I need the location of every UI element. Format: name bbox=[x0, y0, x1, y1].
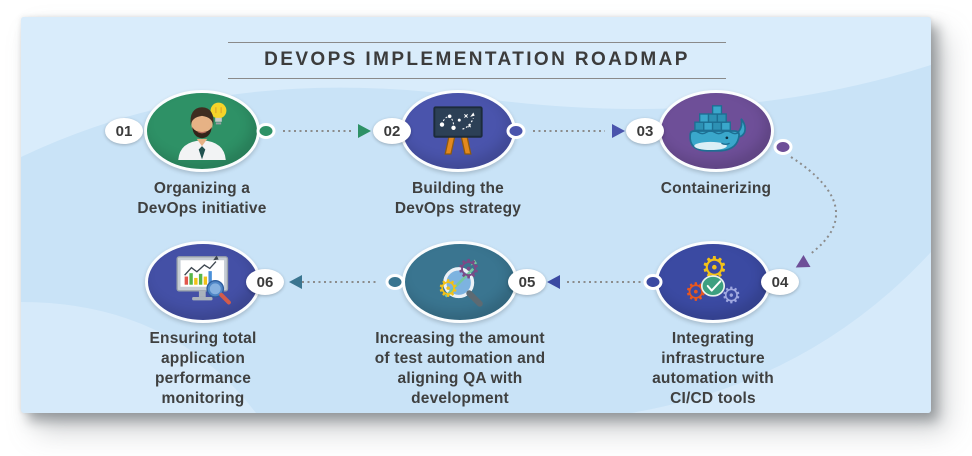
gears-check-icon: ⚙ ⚙ ⚙ bbox=[685, 251, 742, 309]
strategy-board-icon bbox=[433, 106, 483, 155]
step-number-badge-02: 02 bbox=[373, 118, 411, 144]
slide-canvas: DEVOPS IMPLEMENTATION ROADMAP bbox=[21, 17, 931, 413]
step-label-02: Building the DevOps strategy bbox=[394, 180, 522, 217]
step-number-badge-04: 04 bbox=[761, 269, 799, 295]
background-waves bbox=[21, 17, 931, 413]
step-number-badge-05: 05 bbox=[508, 269, 546, 295]
docker-whale-icon bbox=[689, 105, 746, 152]
step-label-06: Ensuring total application performance m… bbox=[149, 330, 257, 407]
step-number-badge-06: 06 bbox=[246, 269, 284, 295]
step-circle-04: ⚙ ⚙ ⚙ bbox=[655, 241, 771, 323]
step-circle-01 bbox=[144, 90, 260, 172]
step-circle-05: ⚙ ⚙ bbox=[402, 241, 518, 323]
step-label-03: Containerizing bbox=[660, 180, 772, 197]
step-circle-03 bbox=[658, 90, 774, 172]
svg-text:⚙: ⚙ bbox=[721, 283, 741, 309]
step-number-badge-03: 03 bbox=[626, 118, 664, 144]
svg-text:⚙: ⚙ bbox=[437, 275, 458, 303]
page-title: DEVOPS IMPLEMENTATION ROADMAP bbox=[264, 49, 690, 70]
person-lightbulb-icon bbox=[178, 102, 227, 161]
step-circle-02 bbox=[400, 90, 516, 172]
step-number-badge-01: 01 bbox=[105, 118, 143, 144]
magnifier-gears-icon: ⚙ ⚙ bbox=[437, 254, 483, 307]
step-label-01: Organizing a DevOps initiative bbox=[137, 180, 267, 217]
monitor-chart-icon bbox=[176, 255, 231, 305]
svg-text:⚙: ⚙ bbox=[457, 254, 481, 285]
step-label-04: Integrating infrastructure automation wi… bbox=[652, 330, 774, 407]
step-circle-06 bbox=[145, 241, 261, 323]
step-label-05: Increasing the amount of test automation… bbox=[374, 330, 546, 407]
title-block: DEVOPS IMPLEMENTATION ROADMAP bbox=[228, 42, 726, 79]
